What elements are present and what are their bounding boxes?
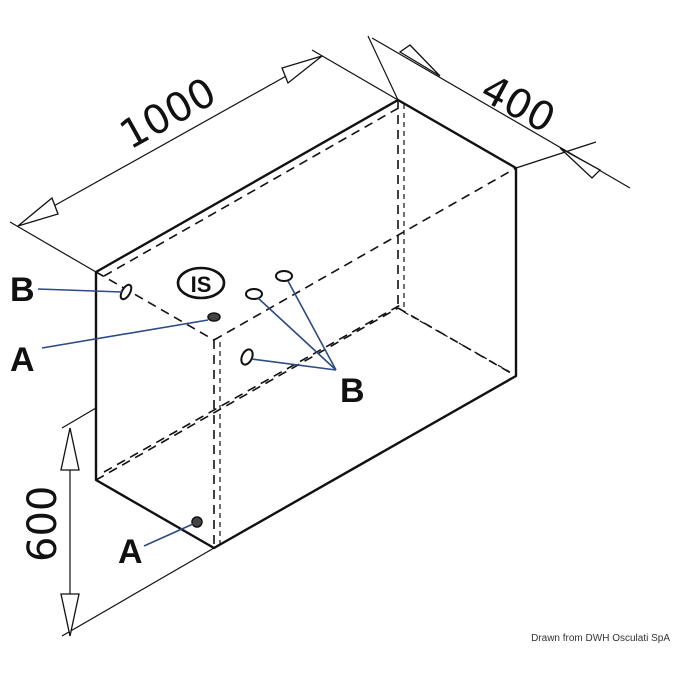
callout-a-top: A [10, 341, 35, 379]
is-badge-oval [176, 266, 226, 300]
fitting-b-top-1 [245, 288, 263, 300]
arrowhead-600-bottom [60, 593, 80, 637]
tank-silhouette [94, 98, 518, 550]
fitting-b-top-2 [275, 270, 293, 282]
hidden-edge-top-back [103, 105, 403, 277]
is-badge: IS [176, 266, 226, 300]
extension-line-1000-left [9, 221, 97, 273]
hidden-edge-bottom-back [95, 307, 399, 481]
extension-line-1000-right [311, 49, 399, 101]
arrowhead-400-right [559, 147, 602, 179]
dimension-1000: 1000 [9, 49, 399, 273]
fitting-a-top [207, 312, 221, 322]
dimension-label-600: 600 [20, 486, 66, 562]
arrowhead-600-top [60, 427, 80, 471]
leader-b-right-2 [287, 280, 337, 371]
fitting-b-left [119, 283, 133, 301]
leader-b-left [37, 288, 123, 293]
leader-b-right-3 [251, 358, 337, 371]
fitting-a-bottom [191, 516, 203, 528]
arrowhead-400-left [398, 44, 441, 77]
arrowhead-1000-left [17, 196, 59, 227]
hidden-edge-top-left [95, 271, 215, 341]
extension-line-400-back [367, 35, 399, 101]
tank-fittings [119, 270, 293, 528]
callout-b-left: B [10, 271, 35, 309]
dimension-line-1000 [17, 55, 323, 227]
callout-labels: B A B A [10, 271, 365, 571]
dimension-600: 600 [20, 407, 215, 637]
hidden-edge-top-diag [213, 167, 517, 341]
tank-hidden-edges [95, 100, 517, 548]
extension-line-600-top [61, 407, 97, 429]
tank-outline [94, 98, 518, 550]
fitting-b-front [240, 348, 254, 366]
leader-lines [37, 280, 337, 547]
dimension-label-1000: 1000 [113, 69, 224, 159]
dimension-label-400: 400 [473, 66, 562, 142]
is-badge-text: IS [191, 272, 212, 297]
extension-line-600-bottom [61, 547, 215, 637]
callout-b-right: B [340, 372, 365, 410]
credit-text: Drawn from DWH Osculati SpA [531, 633, 670, 644]
hidden-edge-bottom-right-2 [403, 311, 511, 373]
leader-b-right-1 [257, 297, 337, 371]
extension-line-400-front [515, 141, 597, 169]
leader-a-top [41, 319, 209, 349]
hidden-edge-bottom-right [397, 307, 517, 377]
dimension-400: 400 [367, 35, 631, 189]
hidden-edge-bottom-back-2 [103, 303, 403, 473]
leader-a-bottom [143, 523, 194, 547]
arrowhead-1000-right [281, 55, 323, 85]
callout-a-bottom: A [118, 533, 143, 571]
